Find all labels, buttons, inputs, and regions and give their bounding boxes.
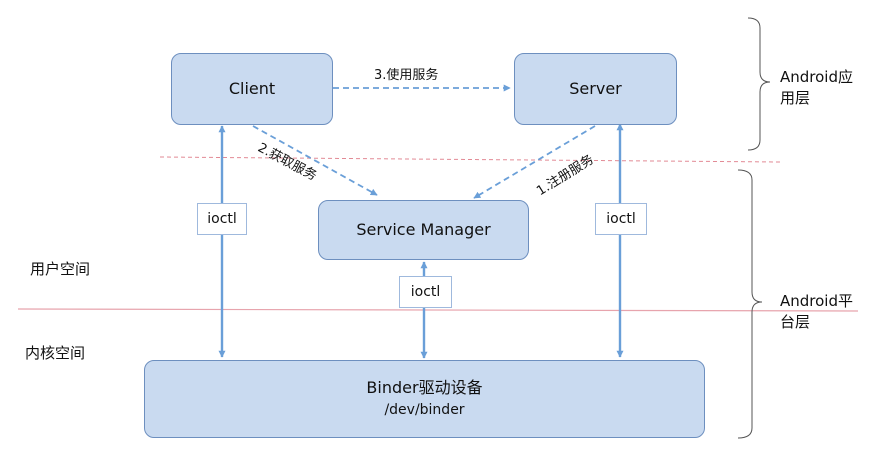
app-platform-divider xyxy=(159,156,781,163)
binder-driver-title: Binder驱动设备 xyxy=(366,378,483,397)
ioctl-label-service-manager: ioctl xyxy=(399,276,452,308)
ioctl-label-client: ioctl xyxy=(197,203,247,235)
service-manager-box: Service Manager xyxy=(318,200,529,260)
server-label: Server xyxy=(569,79,622,98)
kernel-space-label: 内核空间 xyxy=(25,344,86,362)
user-space-label: 用户空间 xyxy=(30,260,91,278)
get-service-arrow xyxy=(252,125,378,196)
android-app-layer-label: Android应 用层 xyxy=(780,68,853,107)
register-service-arrow xyxy=(473,125,596,199)
service-manager-label: Service Manager xyxy=(356,220,491,239)
platform-layer-brace xyxy=(737,169,763,439)
binder-driver-box: Binder驱动设备 /dev/binder xyxy=(144,360,705,438)
app-layer-brace xyxy=(747,17,771,151)
user-kernel-divider xyxy=(17,308,859,312)
binder-driver-path: /dev/binder xyxy=(384,402,465,418)
use-service-label: 3.使用服务 xyxy=(374,68,439,83)
android-platform-layer-label: Android平 台层 xyxy=(780,292,853,331)
server-box: Server xyxy=(514,53,677,125)
client-box: Client xyxy=(171,53,333,125)
client-label: Client xyxy=(228,79,276,98)
ioctl-label-server: ioctl xyxy=(595,203,647,235)
